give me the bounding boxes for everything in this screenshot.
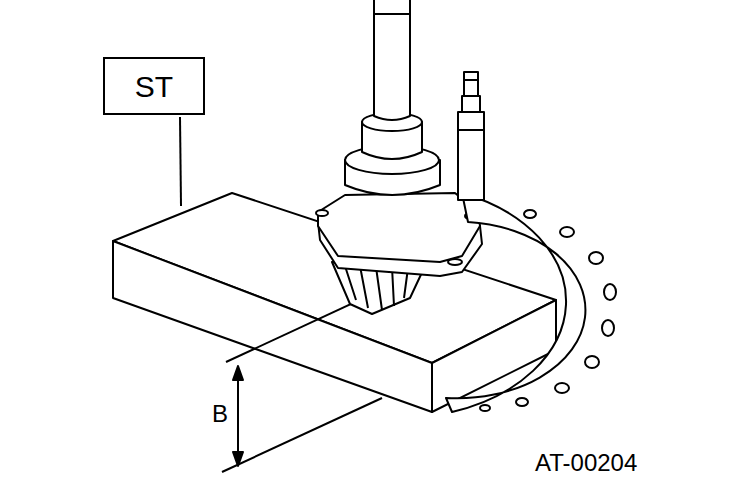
- tool-label-box: ST: [103, 57, 205, 115]
- micrometer-sleeve: [458, 112, 484, 200]
- leader-line: [180, 117, 181, 206]
- ratchet-mark: [464, 79, 478, 81]
- bearing-flange: [316, 193, 482, 276]
- frame-hole: [585, 356, 599, 368]
- flange-top: [318, 193, 480, 262]
- tool-label: ST: [135, 70, 173, 103]
- dimension-label: B: [212, 401, 228, 427]
- shaft-body: [374, 0, 410, 120]
- micrometer: [446, 72, 616, 412]
- frame-hole: [516, 398, 528, 406]
- micrometer-frame: [446, 193, 585, 412]
- frame-hole: [560, 227, 574, 237]
- dimension-b: [222, 258, 450, 472]
- spline-edge: [374, 13, 410, 15]
- frame-hole: [555, 383, 569, 393]
- arrowhead: [233, 452, 243, 466]
- frame-hole: [524, 210, 536, 218]
- pinion-shaft: [345, 0, 440, 195]
- sleeve-mark: [458, 129, 484, 131]
- bolt-hole: [448, 259, 462, 265]
- frame-hole: [604, 284, 616, 300]
- frame-hole: [589, 252, 603, 264]
- bolt-hole: [316, 210, 328, 216]
- frame-hole: [602, 320, 614, 336]
- micrometer-thimble: [462, 96, 480, 112]
- micrometer-ratchet: [464, 72, 478, 96]
- gauge-block: [113, 193, 556, 412]
- figure-number: AT-00204: [535, 450, 637, 476]
- arrowhead: [233, 366, 243, 380]
- extension-line: [222, 398, 382, 472]
- frame-hole: [480, 405, 490, 411]
